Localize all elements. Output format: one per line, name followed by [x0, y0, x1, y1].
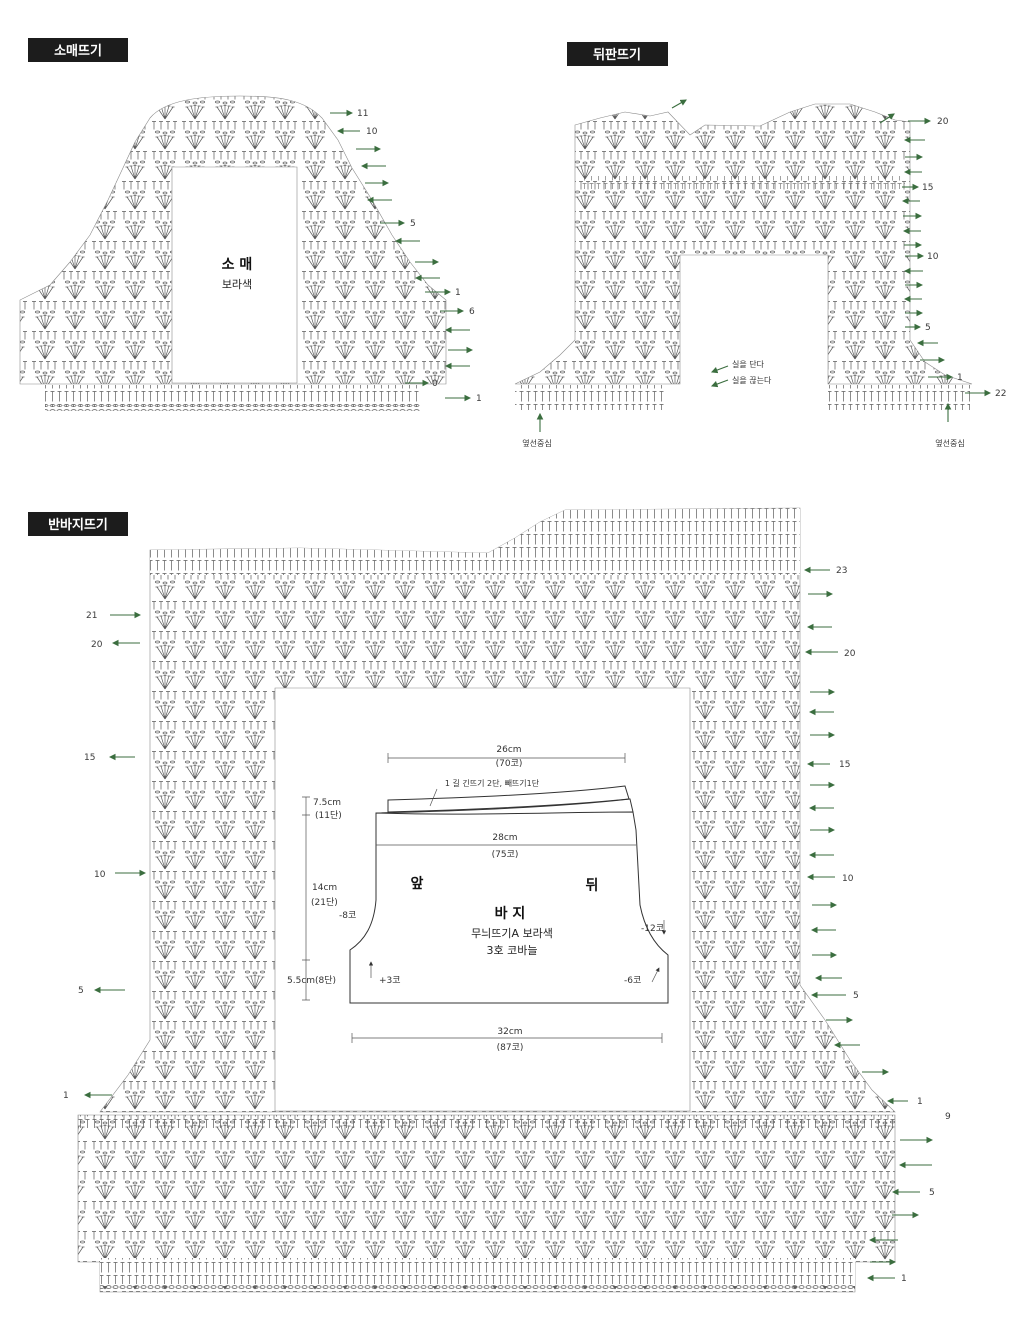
sleeve-row-number: 0	[432, 379, 438, 389]
back-row-number: 5	[925, 323, 931, 333]
back-row-number: 15	[922, 183, 933, 193]
legend-cut-yarn: 실을 끊는다	[732, 375, 772, 385]
schematic-back-leg-decrease-arrow	[651, 967, 660, 983]
sleeve-chart: 소매뜨기 소 매 보라색 11 10 5 1 6 0 1	[19, 38, 482, 411]
shorts-foundation-chain	[100, 1284, 855, 1290]
shorts-top-band	[150, 508, 800, 575]
work-direction-arrow	[879, 113, 895, 124]
shorts-lower-band	[77, 1114, 896, 1293]
schematic-hem-dimension	[351, 1033, 663, 1043]
shorts-left-row-number: 21	[86, 611, 97, 621]
schematic-front-increase: +3코	[379, 976, 401, 986]
schematic-waist-stitches: (70코)	[496, 759, 523, 769]
back-row-number: 1	[957, 373, 963, 383]
shorts-left-row-number: 10	[94, 870, 106, 880]
sleeve-title: 소매뜨기	[54, 44, 102, 59]
schematic-piece-name: 바 지	[495, 906, 526, 922]
back-title: 뒤판뜨기	[593, 47, 641, 63]
sleeve-row-number: 5	[410, 219, 416, 229]
schematic-hook-size: 3호 코바늘	[487, 944, 538, 957]
shorts-right-row-number: 20	[844, 649, 856, 659]
shorts-left-row-number: 20	[91, 640, 103, 650]
shorts-right-row-number: 9	[945, 1112, 951, 1122]
schematic-height-dimension	[302, 796, 310, 1001]
sleeve-row-number: 1	[476, 394, 482, 404]
schematic-hip-width: 28cm	[492, 833, 517, 843]
side-center-label-left: 옆선중심	[522, 438, 551, 448]
schematic-hem-width: 32cm	[497, 1027, 522, 1037]
sleeve-row-number: 11	[357, 109, 368, 119]
shorts-chart: 반바지뜨기 21 20 15 10 5 1 23 20 15 10 5 1 9 …	[28, 507, 951, 1293]
shorts-left-row-number: 15	[84, 753, 95, 763]
schematic-waistband-rows: (11단)	[315, 810, 342, 821]
schematic-body-height: 14cm	[312, 883, 337, 893]
work-direction-arrow	[710, 379, 729, 388]
schematic-front-decrease: -8코	[339, 911, 356, 921]
work-direction-arrow	[671, 99, 687, 109]
schematic-waistband-note: 1 길 긴뜨기 2단, 빼뜨기1단	[445, 778, 540, 788]
shorts-right-row-number: 5	[929, 1188, 935, 1198]
shorts-schematic: 26cm (70코) 1 길 긴뜨기 2단, 빼뜨기1단 7.5cm (11단)…	[287, 745, 669, 1053]
shorts-title-box	[28, 512, 128, 536]
sleeve-row-number: 10	[366, 127, 378, 137]
back-chart: 뒤판뜨기 20 15 10 5 1 22 실을 단다 실을 끊는다 옆선중심 옆…	[514, 42, 1006, 448]
schematic-back-leg-decrease: -6코	[624, 976, 641, 986]
shorts-left-row-number: 5	[78, 986, 84, 996]
back-stitch-band-right	[828, 385, 970, 410]
schematic-waistband-lower	[375, 798, 634, 814]
sleeve-piece-color: 보라색	[222, 278, 252, 291]
side-center-label-right: 옆선중심	[935, 438, 964, 448]
legend-join-yarn: 실을 단다	[732, 359, 765, 369]
sleeve-title-box	[28, 38, 128, 62]
back-title-box	[567, 42, 668, 66]
schematic-body-outline	[349, 811, 669, 1004]
schematic-back-decrease: -12코	[641, 924, 664, 934]
shorts-right-row-number: 10	[842, 874, 854, 884]
back-row-number: 22	[995, 389, 1006, 399]
back-stitch-band-left	[515, 385, 665, 410]
schematic-leg-height: 5.5cm(8단)	[287, 975, 336, 986]
schematic-pattern-color: 무늬뜨기A 보라색	[471, 927, 553, 940]
work-direction-arrows	[83, 99, 992, 1282]
shorts-right-row-number: 23	[836, 566, 847, 576]
schematic-hip-stitches: (75코)	[492, 850, 519, 860]
schematic-waist-width: 26cm	[496, 745, 521, 755]
schematic-hem-stitches: (87코)	[497, 1043, 524, 1053]
back-row-number: 10	[927, 252, 939, 262]
shorts-hem-band	[100, 1258, 855, 1284]
sleeve-piece-name: 소 매	[222, 257, 253, 273]
schematic-waistband-height: 7.5cm	[313, 798, 341, 808]
sleeve-row-number: 1	[455, 288, 461, 298]
shorts-right-row-number: 5	[853, 991, 859, 1001]
sleeve-stitch-body	[19, 95, 447, 385]
shorts-right-row-number: 1	[901, 1274, 907, 1284]
shorts-right-row-number: 15	[839, 760, 850, 770]
sleeve-stitch-band	[45, 385, 420, 407]
back-stitch-body	[514, 103, 973, 385]
shorts-right-row-number: 1	[917, 1097, 923, 1107]
schematic-waistband-leader	[429, 788, 438, 807]
back-row-number: 20	[937, 117, 949, 127]
schematic-front-label: 앞	[411, 876, 424, 892]
work-direction-arrow	[710, 365, 729, 374]
back-top-band	[580, 176, 905, 189]
schematic-body-rows: (21단)	[311, 897, 338, 908]
schematic-waist-dimension	[387, 753, 626, 763]
shorts-stitch-body	[99, 507, 896, 1113]
shorts-title: 반바지뜨기	[48, 517, 108, 533]
sleeve-row-number: 6	[469, 307, 475, 317]
schematic-back-label: 뒤	[586, 878, 599, 894]
shorts-waist-band	[78, 1115, 895, 1128]
shorts-left-row-number: 1	[63, 1091, 69, 1101]
sleeve-foundation-chain	[45, 405, 420, 411]
